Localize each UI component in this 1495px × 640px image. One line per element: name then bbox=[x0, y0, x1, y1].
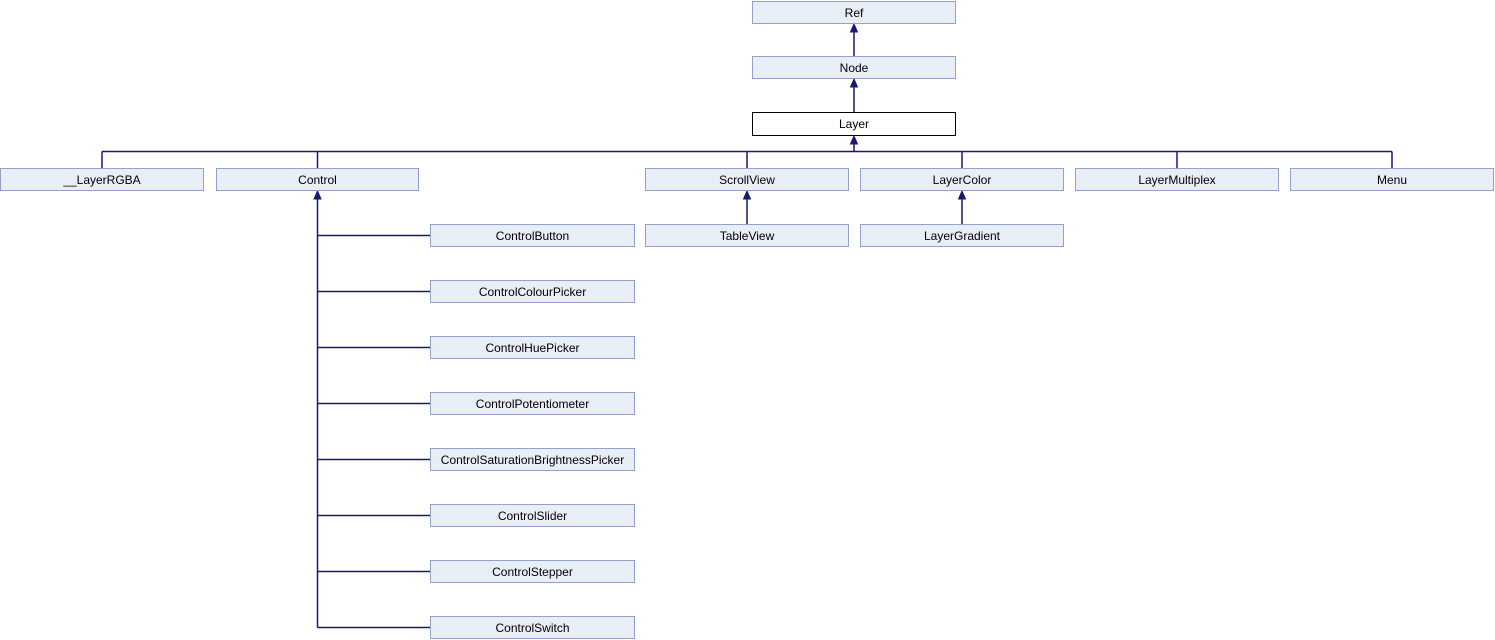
arrowhead-into-node bbox=[849, 77, 859, 88]
class-node-layer-rgba[interactable]: __LayerRGBA bbox=[0, 168, 204, 191]
class-node-control[interactable]: Control bbox=[216, 168, 419, 191]
class-node-layermultiplex[interactable]: LayerMultiplex bbox=[1075, 168, 1279, 191]
class-node-menu[interactable]: Menu bbox=[1290, 168, 1494, 191]
class-node-controlcolourpicker[interactable]: ControlColourPicker bbox=[430, 280, 635, 303]
class-node-controlbutton[interactable]: ControlButton bbox=[430, 224, 635, 247]
class-node-controlpotentiometer[interactable]: ControlPotentiometer bbox=[430, 392, 635, 415]
class-node-controlsaturationbrightnesspicker[interactable]: ControlSaturationBrightnessPicker bbox=[430, 448, 635, 471]
arrowhead-into-control bbox=[313, 189, 322, 200]
arrowhead-into-layer bbox=[849, 134, 859, 145]
class-node-controlstepper[interactable]: ControlStepper bbox=[430, 560, 635, 583]
class-node-controlswitch[interactable]: ControlSwitch bbox=[430, 616, 635, 639]
class-node-controlhuepicker[interactable]: ControlHuePicker bbox=[430, 336, 635, 359]
class-node-scrollview[interactable]: ScrollView bbox=[645, 168, 849, 191]
arrowhead-into-ref bbox=[849, 22, 859, 33]
class-node-layer: Layer bbox=[752, 112, 956, 136]
class-node-ref[interactable]: Ref bbox=[752, 1, 956, 24]
arrowhead-into-scrollview bbox=[742, 189, 752, 200]
edge-group-layer-children bbox=[101, 134, 1393, 168]
class-node-layercolor[interactable]: LayerColor bbox=[860, 168, 1064, 191]
class-node-tableview[interactable]: TableView bbox=[645, 224, 849, 247]
edge-group-scrollview-child bbox=[742, 189, 752, 224]
edge-group-layercolor-child bbox=[957, 189, 967, 224]
edge-group-control-children bbox=[313, 189, 430, 629]
arrowhead-into-layercolor bbox=[957, 189, 967, 200]
class-node-controlslider[interactable]: ControlSlider bbox=[430, 504, 635, 527]
edge-children-bus bbox=[101, 150, 1393, 168]
edge-control-trunk-and-branches bbox=[316, 199, 430, 629]
class-node-layergradient[interactable]: LayerGradient bbox=[860, 224, 1064, 247]
class-node-node[interactable]: Node bbox=[752, 56, 956, 79]
